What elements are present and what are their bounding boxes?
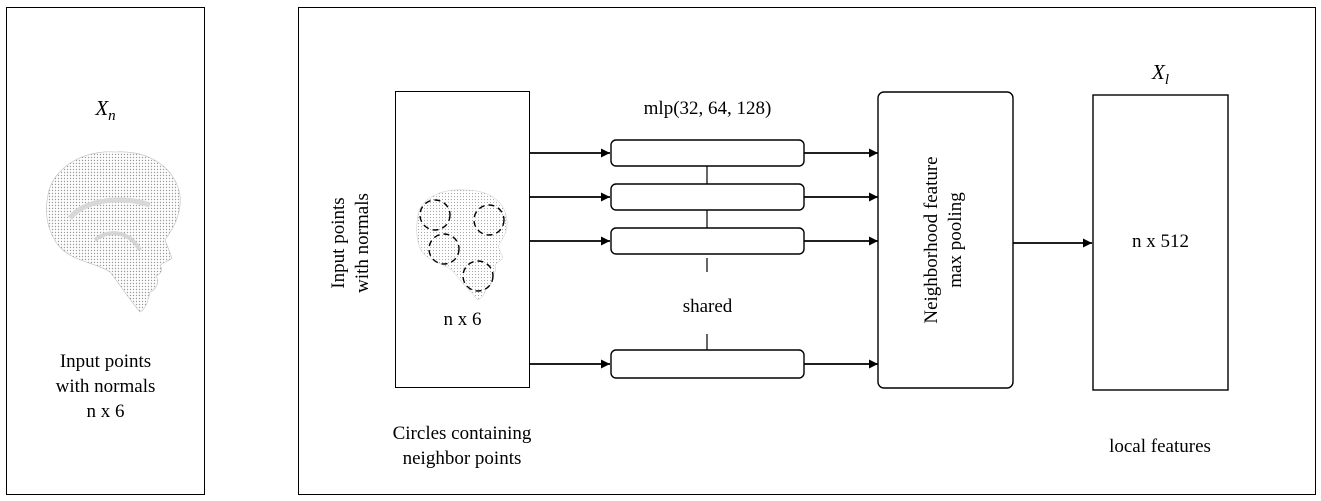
output-symbol: Xl <box>1093 60 1228 92</box>
mlp-box-4 <box>610 349 805 379</box>
pooling-label-line2: max pooling <box>945 192 966 288</box>
mlp-box-1 <box>610 139 805 167</box>
input-panel-frame <box>6 7 205 495</box>
output-box <box>1092 94 1229 391</box>
input-caption-line2: with normals <box>55 376 156 397</box>
input-symbol-sub: n <box>108 108 116 125</box>
pooling-box <box>877 91 1014 389</box>
neighbor-circle-1 <box>419 199 451 231</box>
mlp-box-3 <box>610 227 805 255</box>
output-symbol-base: X <box>1152 60 1165 84</box>
neighbor-circle-2 <box>473 204 505 236</box>
input-symbol-base: X <box>95 96 109 120</box>
neighbor-circle-4 <box>462 260 494 292</box>
circles-caption-line1: Circles containing <box>392 423 532 444</box>
shared-label: shared <box>682 296 733 317</box>
input-size-label: n x 6 <box>443 309 482 330</box>
neighbor-circle-3 <box>428 233 460 265</box>
pooling-label: Neighborhood feature max pooling <box>920 145 970 335</box>
input-points-box <box>395 91 530 388</box>
input-symbol: Xn <box>6 96 205 128</box>
circles-caption-line2: neighbor points <box>402 448 522 469</box>
pooling-label-line1: Neighborhood feature <box>921 156 942 324</box>
output-symbol-sub: l <box>1164 72 1169 89</box>
input-caption-line1: Input points <box>59 351 152 372</box>
output-caption: local features <box>1109 436 1211 457</box>
output-size-label: n x 512 <box>1132 231 1189 252</box>
input-caption-line3: n x 6 <box>86 401 125 422</box>
mlp-label: mlp(32, 64, 128) <box>643 98 772 119</box>
local-feature-module-frame <box>298 7 1316 495</box>
mlp-box-2 <box>610 183 805 211</box>
